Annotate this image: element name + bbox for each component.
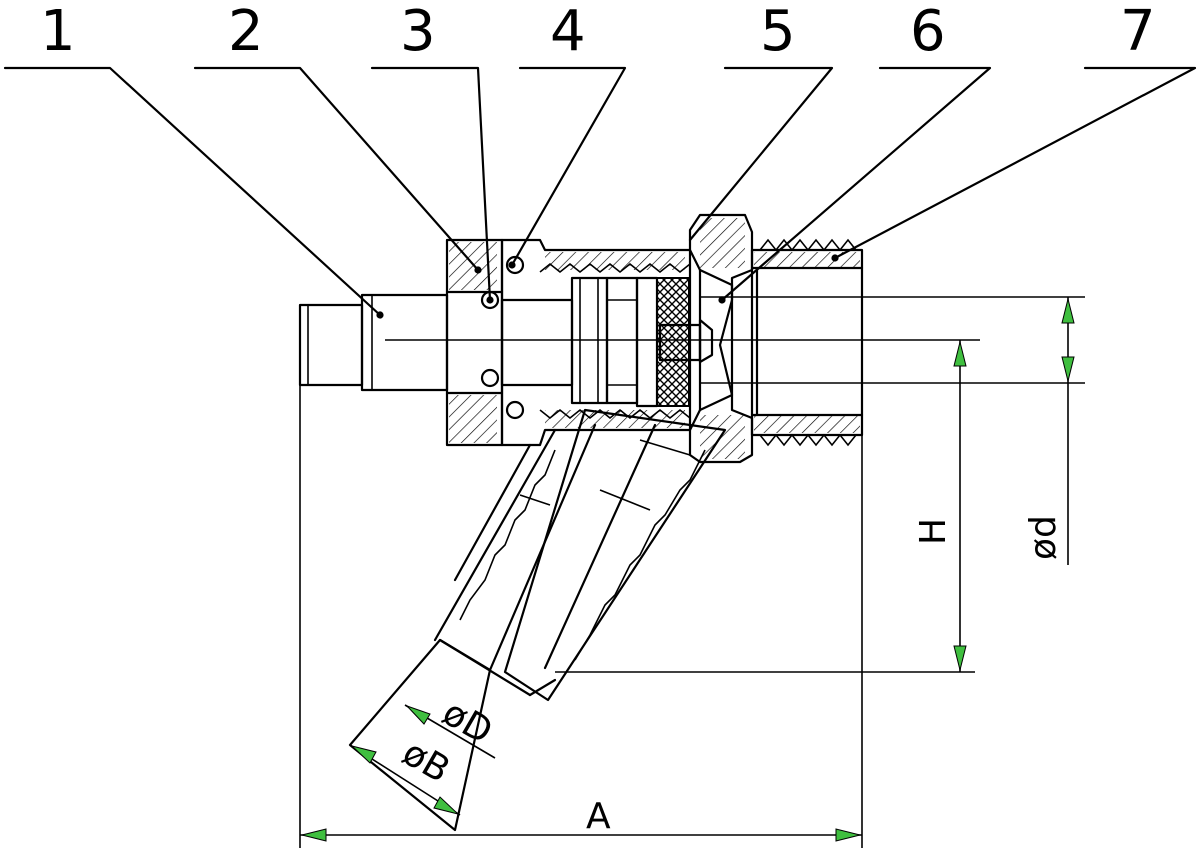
part-labels: 1 2 3 4 5 6 7	[40, 0, 1156, 64]
stem-end	[298, 303, 364, 387]
dimension-h-label: H	[913, 518, 954, 545]
dimension-d-label: ød	[1023, 515, 1064, 560]
dimension-a-label: A	[586, 796, 611, 837]
dimension-D-label: øD	[436, 692, 500, 752]
part-label-1: 1	[40, 0, 76, 64]
leader-lines	[3, 66, 1197, 319]
leader-7	[833, 66, 1197, 260]
part-label-3: 3	[400, 0, 436, 64]
dimension-B-label: øB	[396, 732, 457, 791]
leader-6	[720, 66, 992, 302]
threaded-pipe	[750, 248, 864, 437]
part-label-7: 7	[1120, 0, 1156, 64]
part-label-5: 5	[760, 0, 796, 64]
leader-4	[510, 66, 627, 267]
part-label-4: 4	[550, 0, 586, 64]
part-label-6: 6	[910, 0, 946, 64]
part-label-2: 2	[228, 0, 264, 64]
hex-fitting	[688, 213, 754, 464]
filter-mesh	[656, 277, 690, 407]
leader-2	[193, 66, 480, 272]
angled-tube	[348, 408, 727, 832]
leader-3	[370, 66, 492, 302]
leader-1	[3, 66, 382, 317]
connector-body	[298, 213, 1085, 464]
leader-5	[688, 66, 834, 242]
